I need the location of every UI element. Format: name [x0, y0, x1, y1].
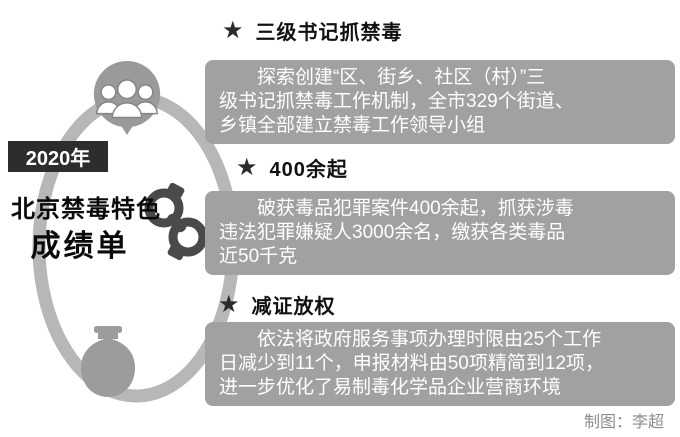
section-1-heading: 三级书记抓禁毒 [255, 22, 403, 44]
body-line: 破获毒品犯罪案件400余起，抓获涉毒 [257, 198, 574, 219]
people-group-icon [93, 60, 161, 136]
year-badge: 2020年 [8, 141, 108, 172]
title-line-1: 北京禁毒特色 [11, 197, 161, 223]
body-line: 依法将政府服务事项办理时限由25个工作 [257, 329, 602, 350]
body-line: 乡镇全部建立禁毒工作领导小组 [219, 115, 486, 136]
body-line: 探索创建“区、街乡、社区（村）”三 [257, 67, 546, 88]
section-1-info-box: 探索创建“区、街乡、社区（村）”三 级书记抓禁毒工作机制，全市329个街道、 乡… [205, 60, 675, 144]
body-line: 进一步优化了易制毒化学品企业营商环境 [219, 377, 562, 398]
star-icon: ★ [218, 290, 240, 318]
credit-text: 制图：李超 [583, 414, 664, 431]
body-line: 级书记抓禁毒工作机制，全市329个街道、 [219, 91, 574, 112]
body-line: 近50千克 [219, 246, 298, 267]
title-line-2: 成绩单 [30, 230, 130, 263]
handcuffs-icon [144, 183, 208, 261]
section-3-info-box: 依法将政府服务事项办理时限由25个工作 日减少到11个，申报材料由50项精简到1… [205, 322, 675, 406]
section-3-header: ★ 减证放权 [218, 290, 336, 319]
star-icon: ★ [236, 153, 258, 181]
section-2-info-box: 破获毒品犯罪案件400余起，抓获涉毒 违法犯罪嫌疑人3000余名，缴获各类毒品 … [205, 191, 675, 275]
section-3-heading: 减证放权 [251, 296, 336, 318]
section-1-header: ★ 三级书记抓禁毒 [222, 16, 403, 45]
body-line: 违法犯罪嫌疑人3000余名，缴获各类毒品 [219, 222, 566, 243]
section-2-header: ★ 400余起 [236, 153, 348, 182]
body-line: 日减少到11个，申报材料由50项精简到12项， [219, 353, 604, 374]
star-icon: ★ [222, 16, 244, 44]
jar-icon [81, 326, 135, 397]
section-2-heading: 400余起 [269, 159, 348, 181]
